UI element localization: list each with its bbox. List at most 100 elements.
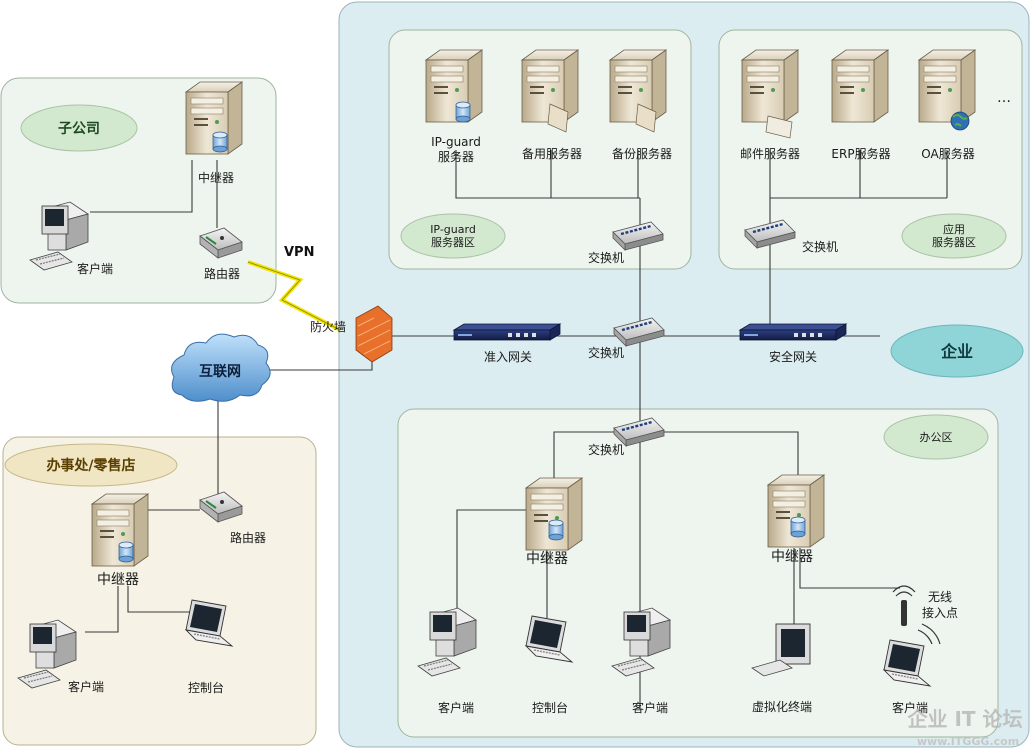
office-console[interactable]: 控制台	[525, 615, 573, 715]
more-servers-ellipsis: …	[997, 90, 1011, 106]
oa-server[interactable]: OA服务器	[918, 49, 976, 161]
standby-server[interactable]: 备用服务器	[521, 49, 582, 161]
subsidiary-router[interactable]: 路由器	[199, 227, 243, 281]
database-icon	[455, 101, 471, 123]
switch-ipguard-label: 交换机	[588, 250, 624, 265]
store-client-label: 客户端	[68, 679, 104, 694]
firewall-bricks	[357, 317, 391, 355]
erp-server-label: ERP服务器	[831, 146, 890, 161]
database-icon	[790, 516, 806, 538]
office-client-2[interactable]: 客户端	[611, 607, 671, 715]
store-relay[interactable]: 中继器	[91, 493, 149, 588]
office-relay-left[interactable]: 中继器	[525, 477, 583, 567]
app-zone-label: 应用服务器区	[932, 222, 976, 249]
globe-icon	[950, 111, 970, 131]
office-store-label: 办事处/零售店	[46, 457, 135, 474]
subsidiary-client-label: 客户端	[77, 261, 113, 276]
antenna-icon	[901, 600, 907, 626]
office-relay-right-label: 中继器	[771, 549, 813, 565]
office-client-1[interactable]: 客户端	[417, 607, 477, 715]
switch-app-label: 交换机	[802, 239, 838, 254]
office-area	[397, 408, 999, 738]
internet-cloud[interactable]: 互联网	[171, 333, 271, 402]
access-gateway-label: 准入网关	[484, 350, 532, 364]
store-console[interactable]: 控制台	[185, 599, 233, 695]
oa-server-label: OA服务器	[921, 146, 974, 161]
backup-server[interactable]: 备份服务器	[609, 49, 672, 161]
mail-server-label: 邮件服务器	[740, 146, 800, 161]
keyboard-icon	[751, 659, 793, 677]
backup-tape-icon	[547, 103, 569, 133]
subsidiary-relay[interactable]: 中继器	[185, 81, 243, 185]
database-icon	[548, 519, 564, 541]
office-client-1-label: 客户端	[438, 700, 474, 715]
switch-core[interactable]: 交换机	[588, 316, 666, 360]
erp-server[interactable]: ERP服务器	[831, 49, 891, 161]
mail-icon	[765, 115, 793, 139]
database-icon	[212, 131, 228, 153]
vpn-bolt-outline	[247, 261, 341, 331]
watermark-url: www.ITGGG.com	[917, 735, 1019, 748]
security-gateway[interactable]: 安全网关	[739, 323, 847, 364]
monitor-screen	[781, 629, 805, 657]
wifi-signal-icon	[892, 585, 916, 597]
store-router[interactable]: 路由器	[199, 491, 266, 545]
ipguard-zone-pill	[400, 213, 506, 259]
database-icon	[118, 541, 134, 563]
firewall-label: 防火墙	[310, 319, 346, 334]
internet-label: 互联网	[199, 364, 241, 380]
subsidiary-pill	[20, 104, 138, 152]
wireless-ap[interactable]: 无线接入点	[892, 585, 958, 645]
office-relay-left-label: 中继器	[526, 551, 568, 567]
office-area-pill	[883, 414, 989, 460]
vpn-label: VPN	[284, 245, 314, 260]
store-client[interactable]: 客户端	[17, 619, 104, 694]
globe-land-icon	[952, 114, 968, 127]
subsidiary-relay-label: 中继器	[198, 170, 234, 185]
office-client-3[interactable]: 客户端	[883, 639, 931, 715]
firewall-icon	[355, 305, 393, 363]
office-relay-right[interactable]: 中继器	[767, 474, 825, 565]
gateway-icon	[453, 323, 561, 341]
wireless-ap-label: 无线接入点	[922, 590, 958, 620]
server-icon	[425, 49, 483, 123]
standby-server-label: 备用服务器	[522, 146, 582, 161]
server-icon	[741, 49, 799, 123]
backup-tape-icon	[635, 103, 657, 133]
virtual-terminal-label: 虚拟化终端	[752, 699, 812, 714]
security-gateway-label: 安全网关	[769, 349, 817, 364]
switch-office[interactable]: 交换机	[588, 416, 666, 457]
firewall[interactable]: 防火墙	[310, 305, 393, 363]
office-area-label: 办公区	[920, 431, 953, 444]
subsidiary-client[interactable]: 客户端	[29, 201, 113, 276]
access-gateway[interactable]: 准入网关	[453, 323, 561, 364]
store-console-label: 控制台	[188, 680, 224, 695]
switch-app[interactable]: 交换机	[743, 218, 838, 254]
office-client-3-label: 客户端	[892, 700, 928, 715]
switch-office-label: 交换机	[588, 442, 624, 457]
gateway-icon	[739, 323, 847, 341]
subsidiary-router-label: 路由器	[204, 266, 240, 281]
server-icon	[918, 49, 976, 123]
app-zone-pill	[901, 213, 1007, 259]
store-relay-label: 中继器	[97, 572, 139, 588]
store-router-label: 路由器	[230, 530, 266, 545]
office-store-pill	[4, 443, 178, 487]
mail-server[interactable]: 邮件服务器	[740, 49, 800, 161]
office-client-2-label: 客户端	[632, 700, 668, 715]
switch-core-label: 交换机	[588, 345, 624, 360]
virtual-terminal[interactable]: 虚拟化终端	[751, 623, 812, 714]
enterprise-pill	[890, 324, 1024, 378]
backup-server-label: 备份服务器	[612, 146, 672, 161]
switch-ipguard[interactable]: 交换机	[588, 220, 665, 265]
server-icon	[831, 49, 889, 123]
enterprise-label: 企业	[940, 342, 973, 361]
office-console-label: 控制台	[532, 700, 568, 715]
subsidiary-label: 子公司	[58, 121, 100, 137]
wifi-wave-icon	[917, 623, 941, 645]
